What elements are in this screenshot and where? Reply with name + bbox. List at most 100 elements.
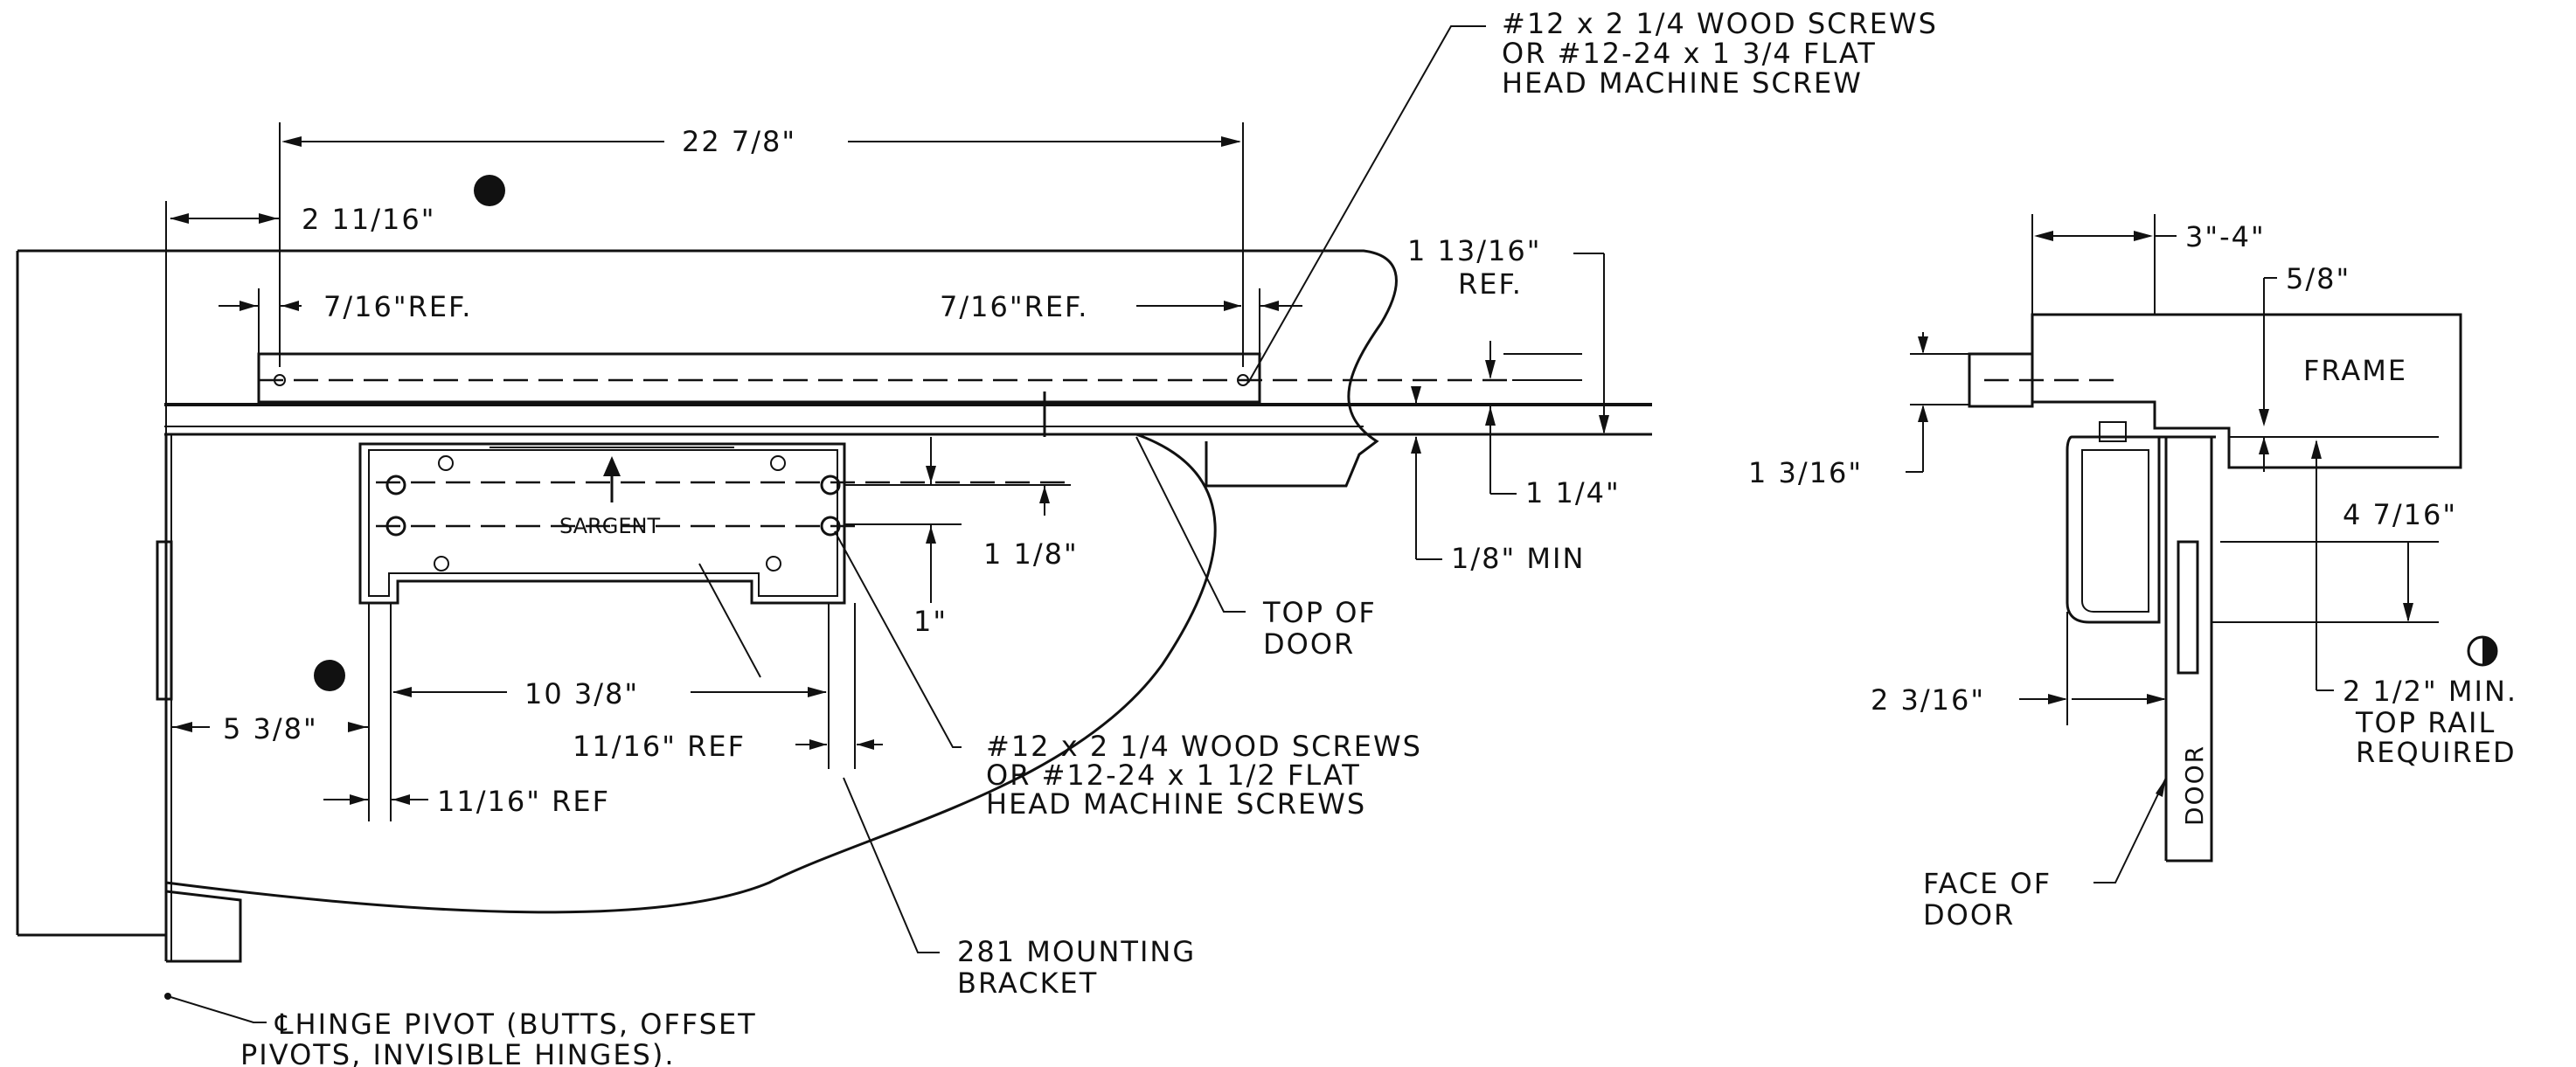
- leader-top-screws: [1247, 25, 1486, 384]
- dim-2-11-16-label: 2 11/16": [302, 203, 435, 236]
- screws-top-line-3: HEAD MACHINE SCREW: [1502, 66, 1863, 100]
- dim-arrowhead: [926, 526, 936, 544]
- dim-arrowhead: [808, 687, 827, 697]
- screws-mid-line-1: #12 x 2 1/4 WOOD SCREWS: [986, 730, 1422, 763]
- hinge-pivot-line-2: PIVOTS, INVISIBLE HINGES).: [240, 1038, 676, 1067]
- face-of-door-line-1: FACE OF: [1923, 867, 2052, 900]
- dim-arrowhead: [281, 301, 299, 311]
- closer-cap: [2099, 421, 2127, 442]
- direction-arrowhead: [603, 456, 621, 476]
- closer-body: [257, 352, 1261, 404]
- dim-1-13-16-ref-label: REF.: [1458, 267, 1523, 301]
- dim-arrowhead: [1485, 360, 1496, 379]
- door-bottom-tab: [165, 890, 242, 963]
- dim-arrowhead: [173, 722, 192, 732]
- leader-bracket: [843, 777, 940, 953]
- frame-outline: [17, 249, 1398, 488]
- dim-1-3-16-label: 1 3/16": [1748, 456, 1863, 489]
- hinge-pivot-point: [164, 993, 171, 1000]
- dim-3-4-label: 3"-4": [2185, 220, 2266, 253]
- screw-hole: [434, 556, 449, 572]
- dim-10-3-8-label: 10 3/8": [524, 677, 639, 710]
- reference-dot: [314, 660, 345, 691]
- door-top-rail-slot: [2177, 540, 2199, 675]
- leader-face-of-door: [2093, 777, 2167, 883]
- screw-holes: [274, 374, 1249, 572]
- screws-mid-line-3: HEAD MACHINE SCREWS: [986, 787, 1366, 821]
- screw-hole: [1237, 374, 1249, 386]
- face-of-door-line-2: DOOR: [1923, 898, 2015, 932]
- screw-hole: [274, 374, 286, 386]
- dim-1-13-16-label: 1 13/16": [1407, 234, 1541, 267]
- dim-4-7-16-label: 4 7/16": [2343, 498, 2457, 531]
- screw-hole: [770, 455, 786, 471]
- dim-arrowhead: [857, 739, 874, 750]
- frame-label: FRAME: [2303, 354, 2407, 387]
- dim-arrowhead: [240, 301, 257, 311]
- dim-11-16-ref-a-label: 11/16" REF: [573, 730, 746, 763]
- dim-arrowhead: [1918, 405, 1928, 422]
- dim-arrowhead: [926, 466, 936, 483]
- dim-arrowhead: [2311, 440, 2322, 459]
- dim-arrowhead: [1918, 336, 1928, 354]
- section-view: FRAME DOOR 3"-4" 5/8": [1748, 214, 2516, 932]
- dim-7-16-ref-right-label: 7/16"REF.: [940, 290, 1088, 323]
- dim-1-1-4-label: 1 1/4": [1525, 476, 1621, 509]
- hinge-leaf: [156, 540, 173, 701]
- dim-arrowhead: [281, 136, 302, 147]
- dim-arrowhead: [1485, 406, 1496, 426]
- screws-top-line-1: #12 x 2 1/4 WOOD SCREWS: [1502, 7, 1938, 40]
- door-vertical-label: DOOR: [2180, 745, 2209, 826]
- dim-arrowhead: [392, 687, 412, 697]
- dim-arrowhead: [350, 794, 367, 805]
- dim-5-3-8-label: 5 3/8": [223, 712, 318, 745]
- dim-arrowhead: [809, 739, 827, 750]
- plan-view: SARGENT 22 7/8" 2 11/16" 7/16"REF. 7/16"…: [16, 7, 1938, 1067]
- dim-arrowhead: [2403, 603, 2413, 622]
- dim-arrowhead: [1599, 415, 1609, 434]
- bracket-line-1: 281 MOUNTING: [957, 935, 1196, 968]
- dim-arrowhead: [1221, 136, 1241, 147]
- rail-line-2: TOP RAIL: [2355, 706, 2496, 739]
- brand-label: SARGENT: [559, 514, 660, 538]
- dim-22-7-8-label: 22 7/8": [682, 125, 796, 158]
- dim-arrowhead: [170, 213, 189, 224]
- dim-arrowhead: [1411, 386, 1421, 404]
- screws-mid-line-2: OR #12-24 x 1 1/2 FLAT: [986, 759, 1361, 792]
- mounting-bracket: [358, 442, 846, 605]
- screw-hole: [820, 516, 841, 537]
- dim-1-label: 1": [913, 605, 948, 638]
- top-of-door-line-2: DOOR: [1263, 627, 1355, 661]
- mounting-bracket-inner: [368, 449, 838, 597]
- dim-arrowhead: [2259, 409, 2269, 426]
- screw-hole: [820, 475, 841, 495]
- dim-7-16-ref-left-label: 7/16"REF.: [323, 290, 472, 323]
- frame-section: [2031, 313, 2462, 469]
- dim-11-16-ref-b-label: 11/16" REF: [437, 785, 610, 818]
- leader-mid-screws: [834, 530, 962, 748]
- closer-section-inner: [2081, 449, 2149, 613]
- dim-arrowhead: [2034, 231, 2053, 241]
- dim-5-8-label: 5/8": [2286, 262, 2350, 295]
- leader-bracket: [698, 563, 761, 678]
- dim-arrowhead: [1411, 436, 1421, 454]
- dim-arrowhead: [1039, 486, 1050, 503]
- screw-hole: [766, 556, 781, 572]
- dim-1-8-min-label: 1/8" MIN: [1451, 542, 1585, 575]
- leader-hinge-pivot: [167, 995, 267, 1023]
- dim-arrowhead: [348, 722, 367, 732]
- screw-hole: [385, 516, 406, 537]
- screw-hole: [385, 475, 406, 495]
- bracket-line-2: BRACKET: [957, 967, 1098, 1000]
- dim-arrowhead: [259, 213, 278, 224]
- door-break-curve: [165, 433, 1217, 914]
- dim-arrowhead: [1224, 301, 1241, 311]
- dim-arrowhead: [2259, 437, 2269, 454]
- reference-mark: [2467, 635, 2498, 667]
- top-of-door-line-1: TOP OF: [1262, 596, 1377, 629]
- hinge-pivot-line-1: ℄HINGE PIVOT (BUTTS, OFFSET: [274, 1008, 757, 1041]
- closer-section: [2066, 435, 2161, 624]
- dim-1-1-8-label: 1 1/8": [983, 537, 1079, 571]
- dim-arrowhead: [1261, 301, 1279, 311]
